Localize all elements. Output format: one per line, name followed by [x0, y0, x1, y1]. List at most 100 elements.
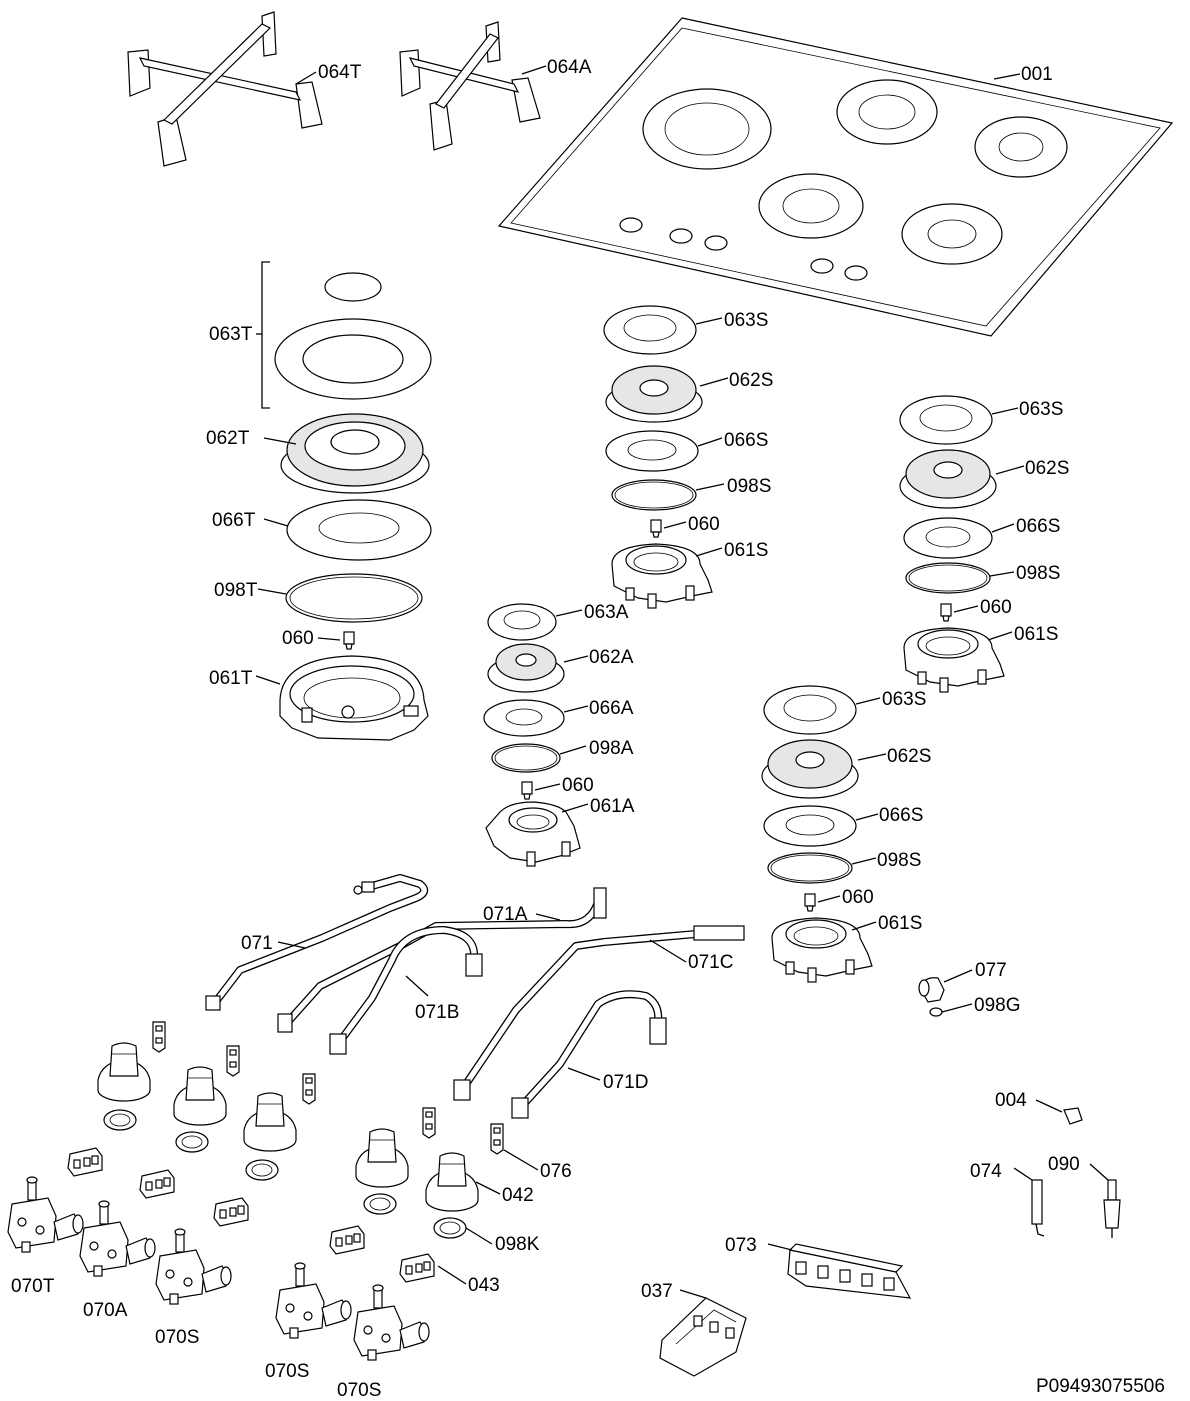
label-062s-3: 062S — [887, 746, 931, 767]
knob-ring-4 — [363, 1193, 397, 1215]
label-071a: 071A — [483, 904, 528, 925]
label-061s-2: 061S — [1014, 624, 1058, 645]
gasket-066a — [483, 699, 565, 737]
label-070t: 070T — [11, 1276, 55, 1297]
label-070s-3: 070S — [337, 1380, 381, 1401]
label-064t: 064T — [318, 62, 362, 83]
drawing-code: P09493075506 — [1036, 1376, 1165, 1397]
knob-ring-5 — [433, 1217, 467, 1239]
knob-clip-5 — [490, 1123, 504, 1155]
knob-clip-1 — [152, 1021, 166, 1053]
label-062s-2: 062S — [1025, 458, 1069, 479]
label-062s-1: 062S — [729, 370, 773, 391]
thermo-coupling-1 — [67, 1147, 103, 1177]
label-063a: 063A — [584, 602, 629, 623]
label-061t: 061T — [209, 668, 253, 689]
label-071: 071 — [241, 933, 273, 954]
burner-base-061s-3 — [771, 917, 873, 983]
burner-base-061s-2 — [903, 627, 1005, 693]
thermo-coupling-5 — [399, 1253, 435, 1283]
thermo-coupling-2 — [139, 1169, 175, 1199]
label-098s-2: 098S — [1016, 563, 1060, 584]
burner-cap-063s-3 — [763, 685, 857, 735]
label-060-s2: 060 — [980, 597, 1012, 618]
burner-crown-062s-2 — [899, 449, 997, 509]
seal-098a — [491, 743, 561, 773]
label-070s-1: 070S — [155, 1327, 199, 1348]
gas-valve-070s-3 — [353, 1284, 430, 1361]
label-042: 042 — [502, 1185, 534, 1206]
label-098s-3: 098S — [877, 850, 921, 871]
label-061s-3: 061S — [878, 913, 922, 934]
label-076: 076 — [540, 1161, 572, 1182]
knob-clip-4 — [422, 1107, 436, 1139]
burner-base-061a — [485, 801, 581, 867]
label-060-s3: 060 — [842, 887, 874, 908]
pan-support-064t — [127, 11, 323, 167]
label-066s-2: 066S — [1016, 516, 1060, 537]
control-knob-1 — [97, 1042, 151, 1102]
gas-valve-070t — [7, 1176, 84, 1253]
washer-098g — [929, 1007, 943, 1017]
label-004: 004 — [995, 1090, 1027, 1111]
label-063t: 063T — [209, 324, 253, 345]
label-098t: 098T — [214, 580, 258, 601]
label-063s-2: 063S — [1019, 399, 1063, 420]
gas-valve-070s-2 — [275, 1262, 352, 1339]
label-043: 043 — [468, 1275, 500, 1296]
injector-060-s2 — [940, 603, 952, 622]
cooktop-panel — [497, 17, 1174, 337]
gas-pipe-071d — [511, 990, 667, 1119]
burner-cap-063a — [487, 603, 557, 641]
knob-ring-1 — [103, 1109, 137, 1131]
knob-ring-3 — [245, 1159, 279, 1181]
burner-base-061t — [279, 655, 429, 741]
burner-crown-062a — [487, 643, 565, 693]
label-073: 073 — [725, 1235, 757, 1256]
control-knob-5 — [425, 1152, 479, 1212]
label-066s-3: 066S — [879, 805, 923, 826]
gasket-066s-3 — [763, 805, 857, 847]
thermo-coupling-4 — [329, 1225, 365, 1255]
injector-060-t — [343, 631, 355, 650]
pan-support-064a — [399, 21, 541, 151]
knob-clip-2 — [226, 1045, 240, 1077]
burner-crown-062t — [280, 413, 430, 494]
label-066s-1: 066S — [724, 430, 768, 451]
label-071c: 071C — [688, 952, 733, 973]
label-071b: 071B — [415, 1002, 459, 1023]
ignition-module-073 — [787, 1243, 912, 1299]
label-090: 090 — [1048, 1154, 1080, 1175]
label-061s-1: 061S — [724, 540, 768, 561]
label-098a: 098A — [589, 738, 634, 759]
label-070a: 070A — [83, 1300, 128, 1321]
seal-098s-1 — [611, 479, 697, 511]
burner-crown-062s-1 — [605, 365, 703, 423]
knob-ring-2 — [175, 1131, 209, 1153]
burner-crown-062s-3 — [761, 739, 859, 799]
label-062a: 062A — [589, 647, 634, 668]
label-060-s1: 060 — [688, 514, 720, 535]
burner-cap-063t — [274, 272, 432, 400]
injector-060-s3 — [804, 893, 816, 912]
gasket-066t — [286, 499, 432, 561]
gas-valve-070a — [79, 1200, 156, 1277]
gasket-066s-1 — [605, 430, 699, 472]
label-098k: 098K — [495, 1234, 540, 1255]
label-001: 001 — [1021, 64, 1053, 85]
label-063s-1: 063S — [724, 310, 768, 331]
hob-burner-openings — [619, 79, 1068, 281]
seal-098s-2 — [905, 562, 991, 594]
seal-098s-3 — [767, 852, 853, 884]
label-098g: 098G — [974, 995, 1020, 1016]
control-knob-3 — [243, 1092, 297, 1152]
gasket-066s-2 — [903, 517, 993, 559]
switch-block-037 — [659, 1297, 747, 1377]
label-098s-1: 098S — [727, 476, 771, 497]
label-060-t: 060 — [282, 628, 314, 649]
label-060-a: 060 — [562, 775, 594, 796]
knob-clip-3 — [302, 1073, 316, 1105]
injector-060-s1 — [650, 519, 662, 538]
